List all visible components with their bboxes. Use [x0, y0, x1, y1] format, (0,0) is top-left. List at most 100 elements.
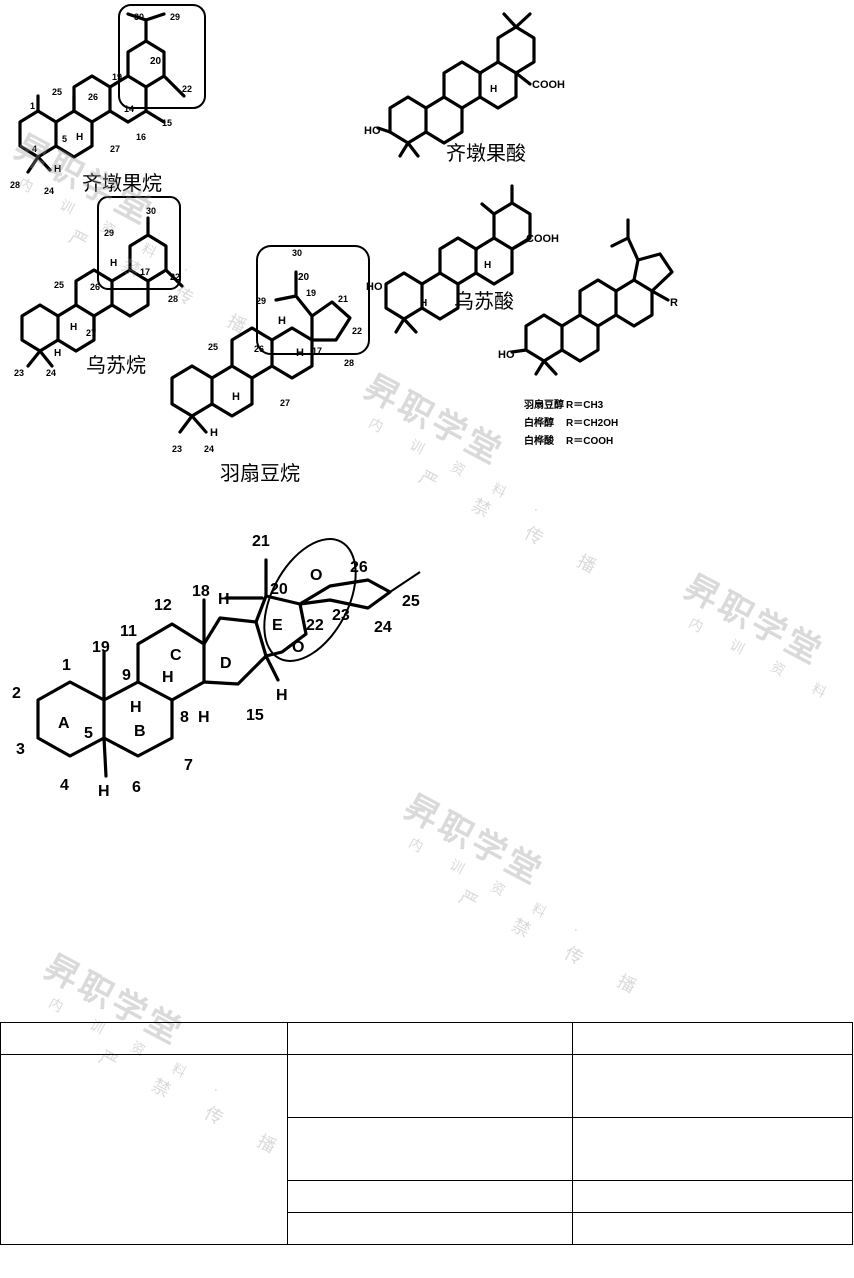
svg-text:25: 25: [52, 87, 62, 97]
svg-text:24: 24: [374, 619, 392, 636]
svg-text:H: H: [490, 84, 497, 95]
svg-text:E: E: [272, 617, 283, 634]
svg-text:26: 26: [350, 559, 368, 576]
table-cell: [287, 1212, 573, 1245]
table-cell: [0, 1022, 288, 1055]
svg-text:23: 23: [14, 368, 24, 378]
svg-text:O: O: [310, 567, 322, 584]
table-row: [1, 1117, 853, 1181]
svg-text:22: 22: [306, 617, 324, 634]
svg-text:28: 28: [168, 294, 178, 304]
svg-text:3: 3: [16, 741, 25, 758]
svg-text:5: 5: [62, 134, 67, 144]
svg-text:H: H: [54, 164, 61, 175]
svg-text:4: 4: [60, 777, 69, 794]
svg-text:H: H: [210, 427, 218, 439]
svg-text:25: 25: [54, 280, 64, 290]
svg-text:26: 26: [90, 282, 100, 292]
svg-text:23: 23: [172, 444, 182, 454]
svg-text:20: 20: [298, 272, 310, 283]
spirostane-structure: A B C D E 1 2 3 4 5 6 7 8 9 11 12 15 18 …: [12, 533, 421, 800]
svg-text:23: 23: [332, 607, 350, 624]
svg-text:4: 4: [32, 144, 37, 154]
svg-text:白桦酸: 白桦酸: [524, 434, 555, 447]
svg-text:29: 29: [170, 12, 180, 22]
svg-text:29: 29: [256, 296, 266, 306]
svg-text:22: 22: [170, 272, 180, 282]
svg-text:19: 19: [306, 288, 316, 298]
svg-text:H: H: [484, 260, 491, 271]
svg-text:H: H: [54, 348, 61, 359]
svg-text:H: H: [232, 391, 240, 403]
caption-ursolic-acid: 乌苏酸: [454, 289, 514, 313]
svg-text:COOH: COOH: [526, 233, 559, 245]
svg-text:A: A: [58, 715, 70, 732]
table-cell: [572, 1022, 853, 1055]
svg-text:8: 8: [180, 709, 189, 726]
svg-text:H: H: [218, 591, 230, 608]
svg-text:R＝CH2OH: R＝CH2OH: [566, 418, 618, 429]
lupeol-structure: R HO 羽扇豆醇 R＝CH3 白桦醇 R＝CH2OH 白桦酸 R＝COOH: [498, 218, 678, 447]
svg-text:20: 20: [150, 56, 162, 67]
svg-text:22: 22: [352, 326, 362, 336]
svg-text:H: H: [110, 258, 117, 269]
svg-text:28: 28: [10, 180, 20, 190]
caption-ursane: 乌苏烷: [86, 353, 146, 377]
table-cell: [572, 1054, 853, 1118]
svg-text:24: 24: [204, 444, 214, 454]
svg-text:H: H: [162, 669, 174, 686]
table-cell: [0, 1054, 288, 1245]
svg-text:17: 17: [140, 267, 150, 277]
svg-text:27: 27: [110, 144, 120, 154]
svg-text:R: R: [670, 297, 678, 309]
svg-text:24: 24: [44, 186, 54, 196]
chemical-structures: 1 25 26 30 29 20 19 14 16 27 22 15 28 24…: [10, 4, 678, 800]
svg-text:19: 19: [112, 72, 122, 82]
svg-text:14: 14: [124, 104, 134, 114]
svg-text:25: 25: [402, 593, 420, 610]
table-cell: [287, 1117, 573, 1181]
svg-text:20: 20: [270, 581, 288, 598]
svg-text:2: 2: [12, 685, 21, 702]
svg-text:C: C: [170, 647, 182, 664]
svg-text:27: 27: [280, 398, 290, 408]
svg-text:17: 17: [312, 346, 322, 356]
ursolic-acid-structure: COOH HO H H 乌苏酸: [366, 184, 559, 334]
svg-text:15: 15: [246, 707, 264, 724]
svg-text:11: 11: [120, 623, 137, 640]
table-row: [0, 1054, 853, 1245]
svg-text:白桦醇: 白桦醇: [524, 416, 554, 429]
table-cell: [572, 1117, 853, 1181]
oleanolic-acid-structure: COOH HO H 齐墩果酸: [364, 12, 565, 165]
svg-text:D: D: [220, 655, 232, 672]
svg-text:COOH: COOH: [532, 79, 565, 91]
table-row: [1, 1212, 853, 1245]
svg-text:30: 30: [292, 248, 302, 258]
svg-text:26: 26: [88, 92, 98, 102]
svg-text:1: 1: [62, 657, 71, 674]
caption-oleanolic-acid: 齐墩果酸: [446, 141, 526, 165]
svg-text:30: 30: [146, 206, 156, 216]
svg-text:30: 30: [134, 12, 144, 22]
svg-text:6: 6: [132, 779, 141, 796]
svg-text:HO: HO: [364, 125, 381, 137]
svg-text:H: H: [98, 783, 110, 800]
svg-text:R＝CH3: R＝CH3: [566, 400, 604, 411]
svg-text:O: O: [292, 639, 304, 656]
svg-text:27: 27: [86, 328, 96, 338]
svg-text:H: H: [70, 322, 77, 333]
oleanane-structure: 1 25 26 30 29 20 19 14 16 27 22 15 28 24…: [10, 4, 206, 196]
svg-text:H: H: [420, 298, 427, 309]
svg-text:19: 19: [92, 639, 110, 656]
svg-text:H: H: [130, 699, 142, 716]
lupane-structure: 30 20 29 19 21 22 28 H H 17 25 26 27 H H…: [170, 245, 370, 485]
svg-text:H: H: [296, 347, 304, 359]
svg-text:5: 5: [84, 725, 93, 742]
svg-text:21: 21: [338, 294, 348, 304]
svg-text:羽扇豆醇: 羽扇豆醇: [524, 398, 564, 411]
svg-text:HO: HO: [498, 349, 515, 361]
svg-text:18: 18: [192, 583, 210, 600]
caption-oleanane: 齐墩果烷: [82, 171, 162, 195]
svg-text:1: 1: [30, 101, 35, 111]
svg-text:R＝COOH: R＝COOH: [566, 436, 613, 447]
